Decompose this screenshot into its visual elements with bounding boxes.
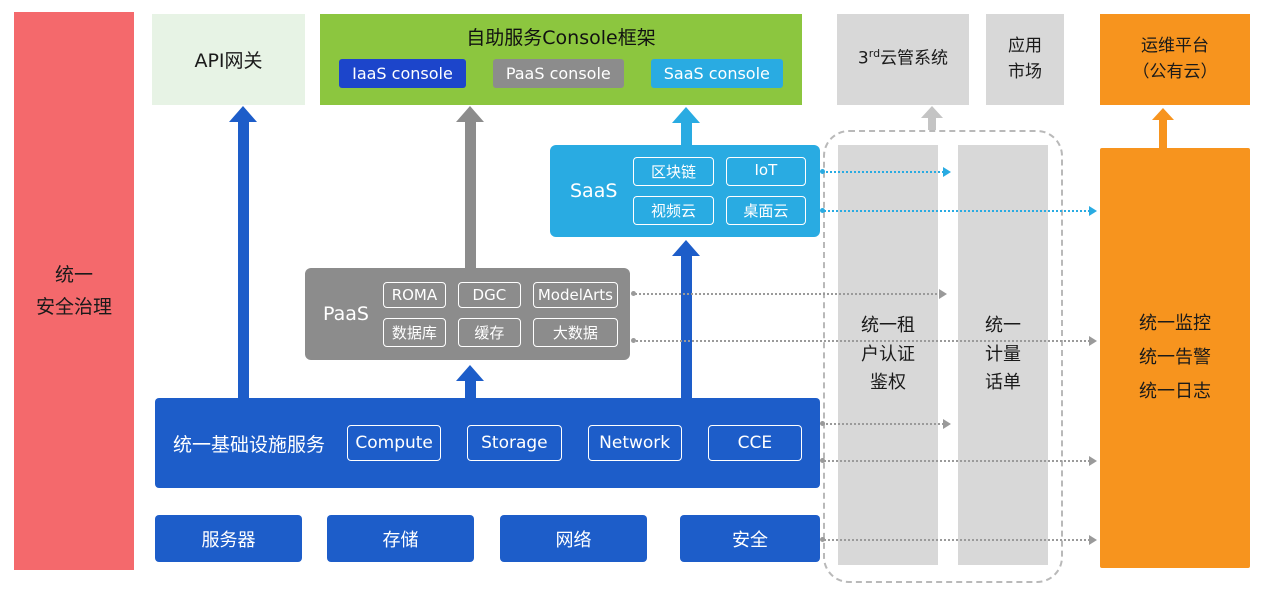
- api-gateway-box: API网关: [152, 14, 305, 105]
- arrow-saas-to-console: [672, 107, 700, 145]
- app-market-box: 应用 市场: [986, 14, 1064, 105]
- third-party-cloud-mgmt-label: 3rd云管系统: [858, 46, 948, 72]
- arrow-infra-to-paas: [456, 365, 484, 398]
- console-button-row: IaaS console PaaS console SaaS console: [320, 59, 802, 88]
- saas-console-button: SaaS console: [650, 59, 783, 88]
- connector-security-resource-to-monitoring: [820, 535, 1097, 545]
- arrow-monitoring-to-ops-platform: [1152, 108, 1174, 148]
- paas-tag-grid: ROMA DGC ModelArts 数据库 缓存 大数据: [382, 281, 618, 347]
- api-gateway-label: API网关: [194, 50, 263, 72]
- console-frame-box: 自助服务Console框架 IaaS console PaaS console …: [320, 14, 802, 105]
- saas-tag-iot: IoT: [725, 157, 806, 186]
- connector-saas-to-metering: [820, 167, 951, 177]
- paas-label: PaaS: [323, 303, 369, 325]
- paas-box: PaaS ROMA DGC ModelArts 数据库 缓存 大数据: [305, 268, 630, 360]
- paas-console-button: PaaS console: [492, 59, 624, 88]
- iaas-console-button: IaaS console: [339, 59, 466, 88]
- resource-box-server: 服务器: [155, 515, 302, 562]
- auth-bar-label: 统一租 户认证 鉴权: [861, 314, 915, 394]
- saas-label: SaaS: [570, 180, 618, 202]
- arrow-paas-to-console: [456, 106, 484, 268]
- ops-platform-label: 运维平台 （公有云）: [1132, 36, 1218, 82]
- third-cms-number: 3: [857, 49, 869, 70]
- app-market-label: 应用 市场: [1008, 36, 1042, 82]
- monitoring-bar-label: 统一监控 统一告警 统一日志: [1139, 312, 1211, 403]
- saas-tag-blockchain: 区块链: [633, 157, 714, 186]
- resource-box-security: 安全: [680, 515, 820, 562]
- infrastructure-bar: 统一基础设施服务 Compute Storage Network CCE: [155, 398, 820, 488]
- infra-tag-cce: CCE: [707, 425, 803, 461]
- ops-platform-box: 运维平台 （公有云）: [1100, 14, 1250, 105]
- metering-bar: 统一 计量 话单: [958, 145, 1048, 565]
- tenant-services-group-border: [823, 130, 1063, 583]
- paas-tag-bigdata: 大数据: [532, 317, 618, 347]
- infra-tag-storage: Storage: [467, 425, 562, 461]
- console-frame-title: 自助服务Console框架: [466, 27, 656, 49]
- paas-tag-modelarts: ModelArts: [532, 281, 618, 308]
- security-governance-label: 统一 安全治理: [35, 263, 112, 318]
- infrastructure-label: 统一基础设施服务: [173, 433, 326, 456]
- resource-box-storage: 存储: [327, 515, 474, 562]
- connector-saas-to-monitoring: [820, 206, 1097, 216]
- arrow-group-to-third-party-cms: [921, 106, 943, 130]
- connector-paas-to-metering: [631, 289, 947, 299]
- auth-bar: 统一租 户认证 鉴权: [838, 145, 938, 565]
- arrow-infra-to-api-gateway: [229, 106, 257, 398]
- connector-infra-to-monitoring: [820, 456, 1097, 466]
- connector-paas-to-monitoring: [631, 336, 1097, 346]
- monitoring-bar: 统一监控 统一告警 统一日志: [1100, 148, 1250, 568]
- saas-box: SaaS 区块链 IoT 视频云 桌面云: [550, 145, 820, 237]
- infra-tag-compute: Compute: [347, 425, 442, 461]
- third-cms-ordinal: rd: [868, 47, 881, 61]
- third-cms-text: 云管系统: [880, 49, 949, 70]
- connector-infra-to-metering: [820, 419, 951, 429]
- resource-network-label: 网络: [555, 529, 592, 551]
- security-governance-bar: 统一 安全治理: [14, 12, 134, 570]
- infrastructure-tag-row: Compute Storage Network CCE: [347, 425, 803, 461]
- paas-tag-database: 数据库: [382, 317, 446, 347]
- saas-tag-desktop-cloud: 桌面云: [725, 196, 806, 225]
- paas-tag-roma: ROMA: [382, 281, 446, 308]
- saas-tag-video-cloud: 视频云: [633, 196, 714, 225]
- infra-tag-network: Network: [587, 425, 682, 461]
- resource-security-label: 安全: [732, 529, 768, 551]
- saas-tag-grid: 区块链 IoT 视频云 桌面云: [633, 157, 806, 225]
- resource-storage-label: 存储: [382, 529, 419, 551]
- paas-tag-dgc: DGC: [457, 281, 521, 308]
- resource-box-network: 网络: [500, 515, 647, 562]
- third-party-cloud-mgmt-box: 3rd云管系统: [837, 14, 969, 105]
- arrow-infra-to-saas: [672, 240, 700, 398]
- resource-server-label: 服务器: [201, 529, 256, 551]
- metering-bar-label: 统一 计量 话单: [985, 314, 1021, 394]
- paas-tag-cache: 缓存: [457, 317, 521, 347]
